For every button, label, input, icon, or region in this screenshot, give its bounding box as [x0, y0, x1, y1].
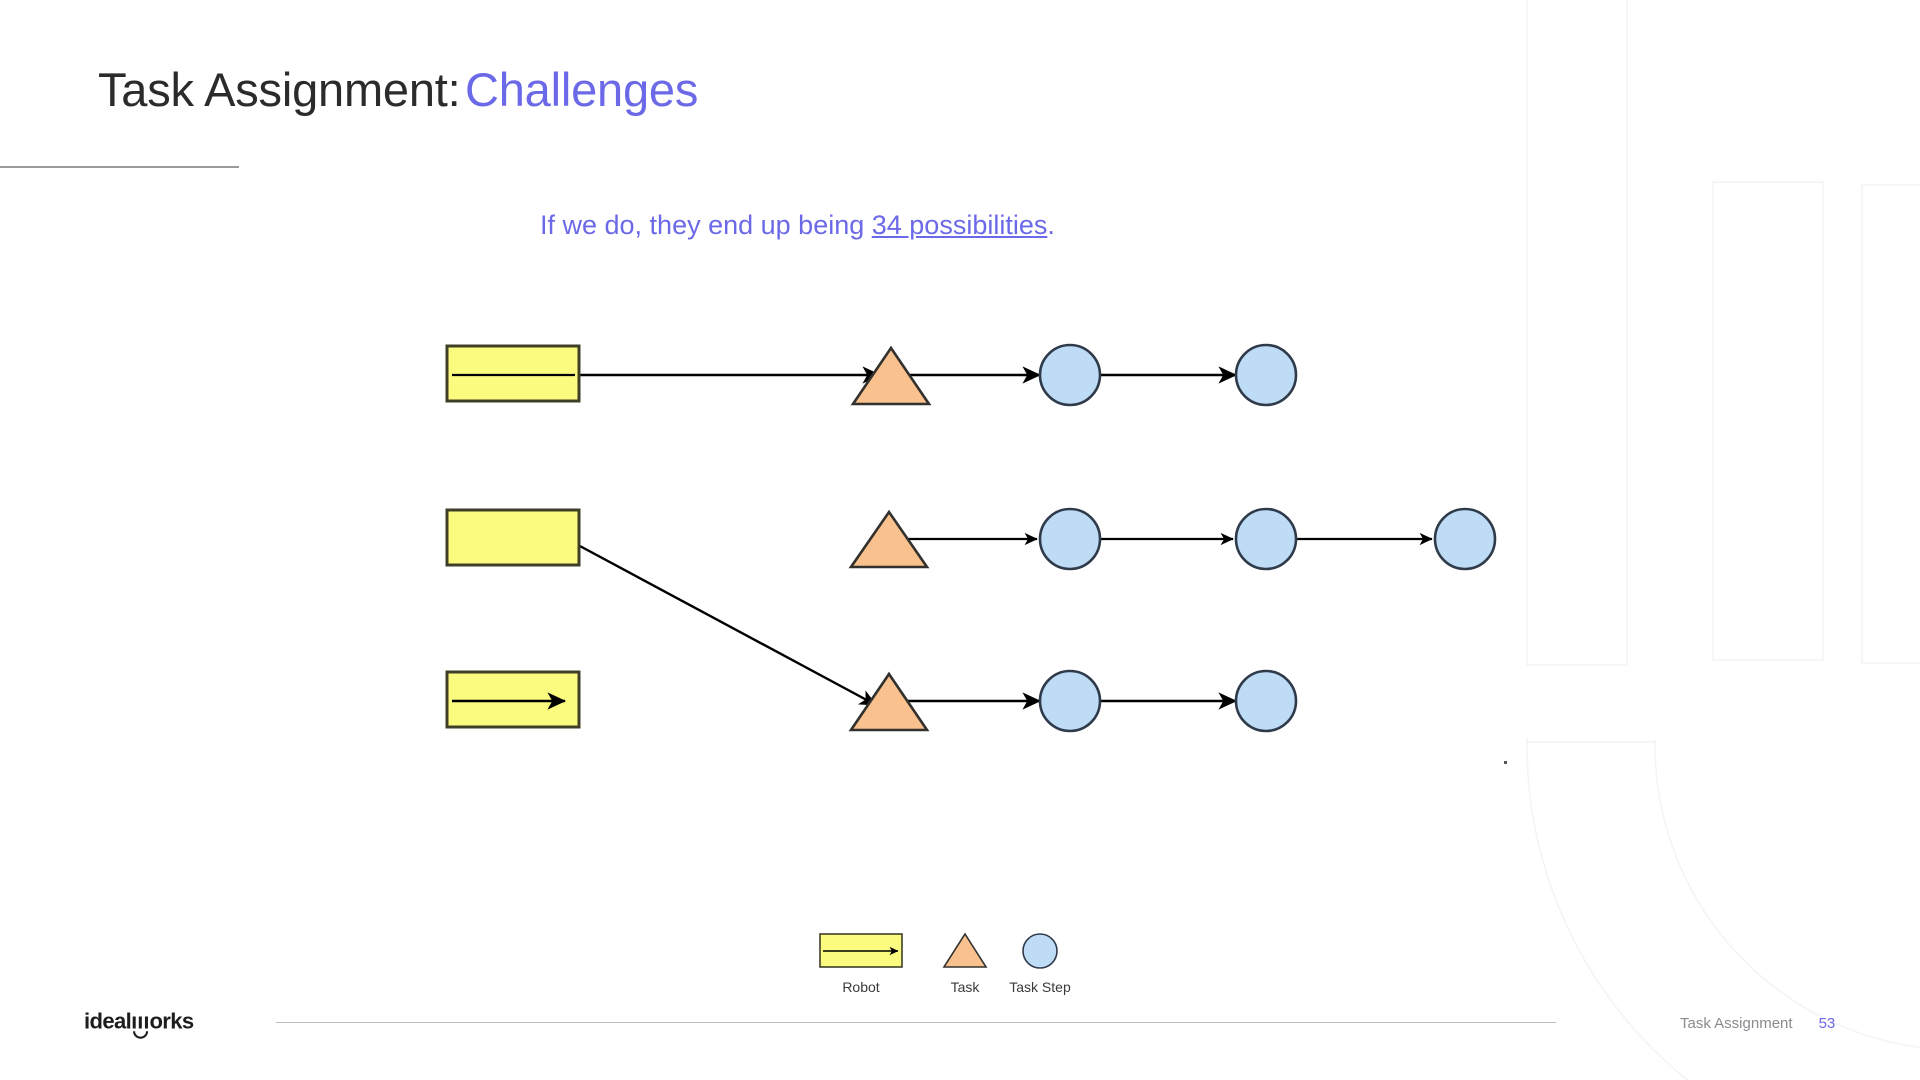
- subtitle-prefix: If we do, they end up being: [540, 210, 872, 240]
- page-title-accent: Challenges: [464, 63, 699, 116]
- title-underline-rule: [0, 166, 239, 168]
- logo-text-part-2: orks: [149, 1009, 193, 1034]
- logo-text-bars: ııı: [131, 1009, 149, 1034]
- diagram-row-1: [445, 343, 1298, 407]
- task-step-node-row3-1[interactable]: [1038, 669, 1102, 733]
- footer-page-number: 53: [1818, 1015, 1836, 1032]
- logo-smile-arc: [133, 1031, 149, 1039]
- stray-dot-artifact: [1504, 761, 1507, 764]
- legend-shapes: [819, 932, 1058, 969]
- task-node-row1[interactable]: [850, 345, 932, 406]
- diagram-row-3: [445, 669, 1298, 733]
- page-title-main: Task Assignment:: [98, 63, 461, 116]
- subtitle-link[interactable]: 34 possibilities: [871, 210, 1048, 240]
- task-step-node-row2-1[interactable]: [1038, 507, 1102, 571]
- robot-node-row2[interactable]: [445, 508, 581, 567]
- robot-node-row3[interactable]: [445, 670, 581, 729]
- task-step-node-row2-2[interactable]: [1234, 507, 1298, 571]
- footer-meta: Task Assignment 53: [1680, 1015, 1835, 1032]
- legend-label-task-step: Task Step: [1009, 979, 1071, 995]
- decor-rect-1: [1526, 0, 1628, 666]
- logo-text-part-1: ideal: [84, 1009, 131, 1034]
- idealworks-logo: idealıııorks: [84, 1009, 195, 1039]
- task-step-node-row1-1[interactable]: [1038, 343, 1102, 407]
- edge-row2-robot-to-row3-task: [577, 543, 877, 707]
- decor-rect-3: [1861, 184, 1920, 664]
- robot-node-row1[interactable]: [445, 344, 581, 403]
- subtitle-suffix: .: [1047, 210, 1055, 240]
- legend-task-icon: [942, 932, 988, 968]
- task-node-row3[interactable]: [848, 671, 930, 732]
- decor-rect-2: [1712, 181, 1824, 661]
- decor-arc-inner: [1654, 740, 1920, 1049]
- footer-divider: [276, 1022, 1556, 1023]
- diagram-legend: Robot Task Task Step: [800, 925, 1120, 1005]
- diagram-row-2: [445, 507, 1497, 707]
- page-title: Task Assignment: Challenges: [98, 62, 698, 117]
- legend-label-task: Task: [950, 979, 980, 995]
- footer-section-label: Task Assignment: [1680, 1015, 1793, 1032]
- task-step-node-row1-2[interactable]: [1234, 343, 1298, 407]
- legend-task-step-icon: [1022, 933, 1058, 969]
- task-step-node-row3-2[interactable]: [1234, 669, 1298, 733]
- subtitle: If we do, they end up being 34 possibili…: [540, 210, 1055, 241]
- legend-label-robot: Robot: [842, 979, 880, 995]
- task-step-node-row2-3[interactable]: [1433, 507, 1497, 571]
- svg-text:idealıııorks: idealıııorks: [84, 1009, 194, 1034]
- task-node-row2[interactable]: [848, 509, 930, 569]
